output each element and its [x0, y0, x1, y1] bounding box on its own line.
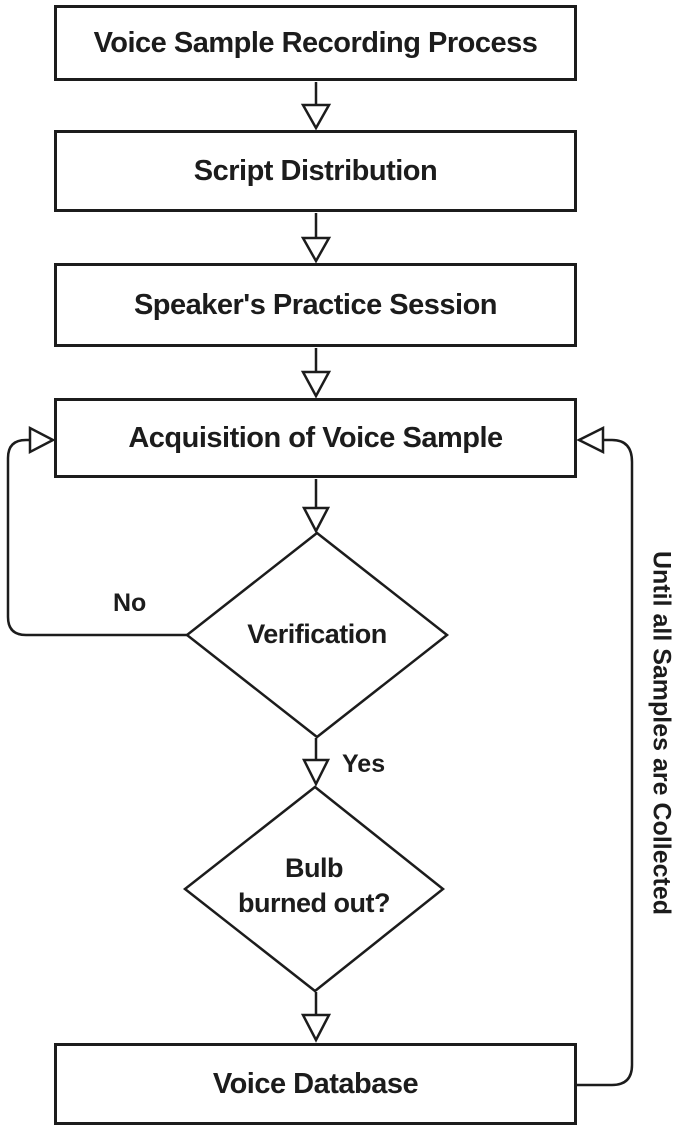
verification-diamond [184, 531, 450, 739]
arrowhead-acquisition-to-verification [301, 506, 331, 534]
node-voice-database: Voice Database [54, 1043, 577, 1125]
bulb-text-line1: Bulb [285, 853, 344, 883]
node-acquisition-of-voice-sample: Acquisition of Voice Sample [54, 398, 577, 478]
repeat-loop-connector [577, 438, 634, 1087]
arrowhead-start-to-script [300, 103, 332, 131]
node-bulb-burned-out-label: Bulb burned out? [185, 851, 443, 921]
edge-label-until-all-samples-collected: Until all Samples are Collected [647, 550, 676, 915]
node-script-distribution: Script Distribution [54, 130, 577, 212]
arrowhead-bulb-to-database [300, 1013, 332, 1043]
node-label: Acquisition of Voice Sample [128, 421, 503, 454]
arrowhead-no-loop [28, 425, 56, 455]
edge-label-no: No [113, 589, 147, 617]
arrowhead-script-to-practice [300, 236, 332, 264]
node-verification-label: Verification [187, 617, 447, 652]
arrowhead-repeat-loop [576, 425, 605, 455]
node-speakers-practice-session: Speaker's Practice Session [54, 263, 577, 347]
node-label: Voice Database [212, 1067, 419, 1100]
arrowhead-verification-to-bulb [301, 758, 331, 787]
verification-text: Verification [247, 619, 387, 649]
node-label: Voice Sample Recording Process [93, 26, 538, 59]
arrowhead-practice-to-acquisition [300, 370, 332, 399]
node-voice-sample-recording-process: Voice Sample Recording Process [54, 5, 577, 81]
bulb-text-line2: burned out? [238, 888, 390, 918]
edge-label-yes: Yes [342, 750, 386, 778]
node-label: Script Distribution [193, 154, 438, 187]
no-loop-connector [6, 438, 187, 637]
bulb-burned-out-diamond [182, 785, 446, 993]
node-label: Speaker's Practice Session [133, 288, 498, 321]
